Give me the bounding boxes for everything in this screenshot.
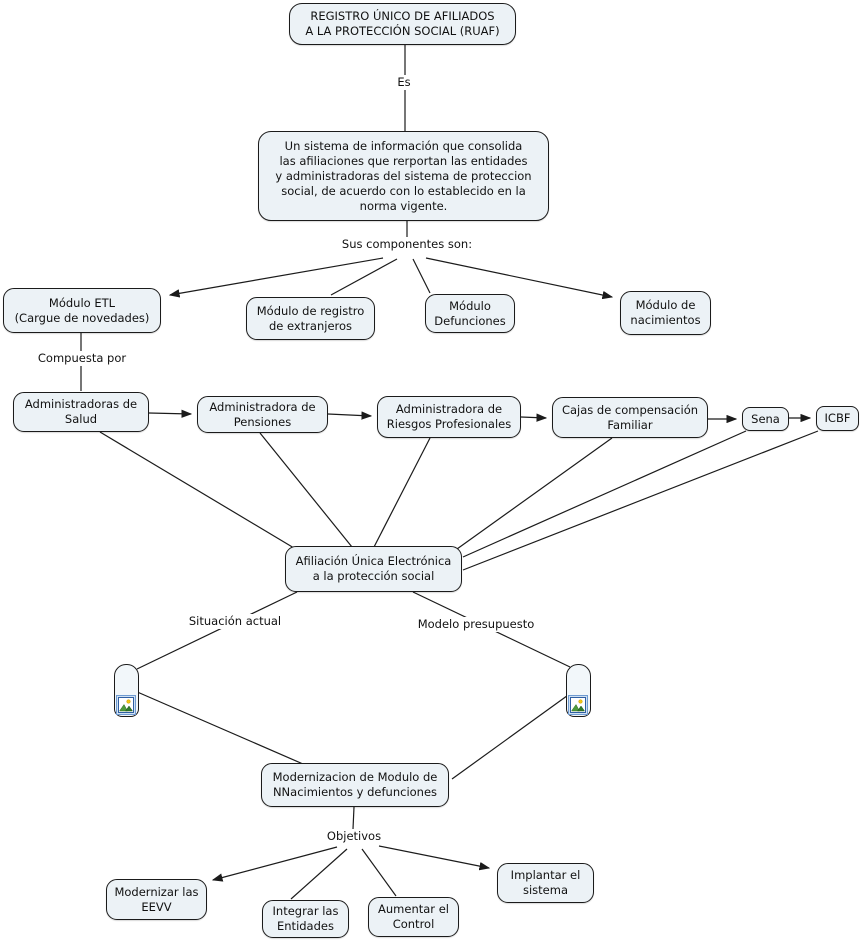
node-modernizar-eevv[interactable]: Modernizar las EEVV: [106, 879, 207, 920]
node-administradoras-salud[interactable]: Administradoras de Salud: [13, 392, 149, 432]
node-administradora-riesgos[interactable]: Administradora de Riesgos Profesionales: [377, 396, 521, 438]
edge-pensiones-afiliacion: [259, 432, 353, 548]
node-integrar-entidades[interactable]: Integrar las Entidades: [262, 900, 349, 938]
node-modulo-etl[interactable]: Módulo ETL (Cargue de novedades): [3, 288, 161, 333]
node-cajas-compensacion[interactable]: Cajas de compensación Familiar: [552, 397, 708, 438]
node-implantar-sistema[interactable]: Implantar el sistema: [497, 863, 594, 903]
edge-objetivos-implantar: [378, 845, 491, 871]
node-modulo-registro[interactable]: Módulo de registro de extranjeros: [246, 297, 375, 340]
edge-riesgos-cajas: [520, 413, 548, 422]
resource-node-situacion-actual[interactable]: [114, 664, 139, 717]
node-sena[interactable]: Sena: [742, 407, 789, 431]
node-modernizacion[interactable]: Modernizacion de Modulo de NNacimientos …: [261, 763, 449, 807]
node-ruaf[interactable]: REGISTRO ÚNICO DE AFILIADOS A LA PROTECC…: [289, 3, 516, 45]
resource-node-modelo-presupuesto[interactable]: [566, 664, 591, 717]
node-administradora-pensiones-label: Administradora de Pensiones: [209, 399, 316, 429]
edge-objetivos-integrar: [290, 848, 348, 900]
node-modulo-registro-label: Módulo de registro de extranjeros: [256, 303, 365, 333]
edge-icbf-afiliacion: [462, 430, 819, 571]
image-resource-icon[interactable]: [568, 695, 588, 715]
node-administradora-riesgos-label: Administradora de Riesgos Profesionales: [386, 402, 512, 431]
edge-objetivos-aumentar: [361, 848, 397, 897]
linking-phrase-componentes[interactable]: Sus componentes son:: [338, 237, 476, 252]
linking-phrase-objetivos[interactable]: Objetivos: [323, 829, 385, 844]
image-resource-icon[interactable]: [116, 695, 136, 715]
edge-componentes-modulo-etl: [168, 257, 384, 298]
edge-salud-pensiones: [148, 409, 193, 418]
edge-riesgos-afiliacion: [373, 437, 431, 548]
node-modulo-nacimientos[interactable]: Módulo de nacimientos: [620, 291, 711, 335]
edge-modernizacion-objetivos: [352, 806, 355, 830]
node-icbf-label: ICBF: [824, 411, 851, 425]
node-afiliacion-unica[interactable]: Afiliación Única Electrónica a la protec…: [285, 546, 462, 592]
node-modernizar-eevv-label: Modernizar las EEVV: [114, 884, 199, 914]
edge-objetivos-modernizar: [211, 846, 338, 882]
node-afiliacion-unica-label: Afiliación Única Electrónica a la protec…: [295, 554, 452, 583]
node-administradoras-salud-label: Administradoras de Salud: [24, 397, 138, 426]
edge-componentes-modulo-defunciones: [412, 258, 431, 294]
node-icbf[interactable]: ICBF: [816, 406, 859, 431]
edge-right-resource-modernizacion: [451, 692, 572, 780]
edge-cajas-afiliacion: [456, 437, 613, 550]
node-modernizacion-label: Modernizacion de Modulo de NNacimientos …: [272, 770, 438, 799]
node-modulo-etl-label: Módulo ETL (Cargue de novedades): [14, 295, 150, 325]
edge-left-resource-modernizacion: [134, 690, 304, 765]
node-cajas-compensacion-label: Cajas de compensación Familiar: [561, 402, 699, 432]
node-administradora-pensiones[interactable]: Administradora de Pensiones: [197, 396, 328, 433]
node-aumentar-control-label: Aumentar el Control: [378, 902, 449, 931]
node-definicion-label: Un sistema de información que consolida …: [275, 138, 532, 213]
node-sena-label: Sena: [751, 411, 780, 426]
edge-afiliacion-situacion-resource: [136, 591, 298, 670]
edge-componentes-modulo-registro: [330, 258, 398, 296]
node-ruaf-label: REGISTRO ÚNICO DE AFILIADOS A LA PROTECC…: [305, 9, 500, 38]
node-implantar-sistema-label: Implantar el sistema: [510, 868, 581, 897]
edge-sena-afiliacion: [462, 430, 747, 558]
node-integrar-entidades-label: Integrar las Entidades: [272, 904, 339, 933]
edge-componentes-modulo-nacimientos: [425, 257, 614, 300]
linking-phrase-modelo-presupuesto[interactable]: Modelo presupuesto: [414, 617, 538, 632]
linking-phrase-es[interactable]: Es: [394, 75, 414, 90]
node-modulo-nacimientos-label: Módulo de nacimientos: [630, 298, 701, 327]
edge-pensiones-riesgos: [327, 411, 373, 420]
node-modulo-defunciones[interactable]: Módulo Defunciones: [425, 294, 515, 333]
node-aumentar-control[interactable]: Aumentar el Control: [368, 897, 459, 937]
linking-phrase-compuesta-por[interactable]: Compuesta por: [34, 351, 130, 366]
node-modulo-defunciones-label: Módulo Defunciones: [434, 298, 506, 328]
edge-salud-afiliacion: [99, 431, 295, 549]
node-definicion[interactable]: Un sistema de información que consolida …: [258, 131, 549, 221]
linking-phrase-situacion-actual[interactable]: Situación actual: [185, 614, 285, 629]
